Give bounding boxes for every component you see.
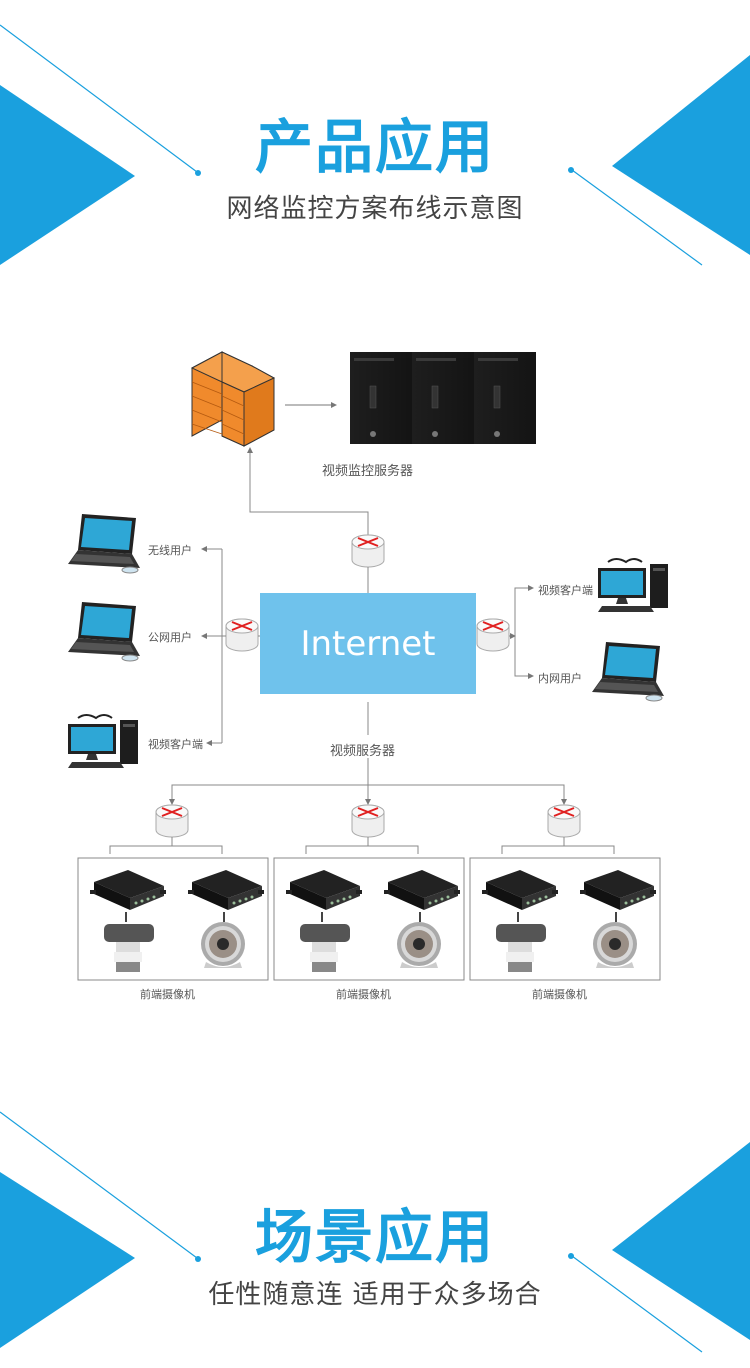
router-icon: [351, 534, 385, 568]
left-client-label: 公网用户: [148, 631, 192, 644]
server-tower-icon: [349, 351, 413, 445]
bottom-banner: 场景应用 任性随意连 适用于众多场合: [0, 1090, 750, 1368]
left-client-label: 无线用户: [148, 544, 192, 557]
camera-group-label: 前端摄像机: [140, 988, 195, 1001]
laptop-icon: [591, 641, 665, 702]
router-icon: [476, 618, 510, 652]
servers-label: 视频监控服务器: [322, 464, 414, 479]
right-client-label: 视频客户端: [538, 584, 593, 597]
router-icon: [225, 618, 259, 652]
desktop-computer-icon: [67, 714, 139, 769]
router-to-firewall-line: [247, 447, 369, 535]
left-dot: [195, 170, 201, 176]
camera-group-connectors: [109, 804, 615, 854]
section-subtitle: 网络监控方案布线示意图: [226, 194, 524, 224]
desktop-computer-icon: [597, 558, 669, 613]
left-dot: [195, 1256, 201, 1262]
banner-decoration: [0, 24, 750, 266]
section-title: 场景应用: [254, 1203, 495, 1271]
left-diagonal-line: [0, 1111, 198, 1259]
right-diagonal-line: [571, 169, 703, 266]
server-tower-icon: [411, 351, 475, 445]
diagram-canvas: [67, 351, 669, 981]
right-dot: [568, 1253, 574, 1259]
left-triangle-shape: [0, 85, 135, 265]
internet-node: Internet: [260, 593, 476, 694]
right-client-label: 内网用户: [538, 672, 582, 685]
right-dot: [568, 167, 574, 173]
right-triangle-shape: [612, 1142, 750, 1340]
laptop-icon: [67, 513, 141, 574]
banner-decoration: [0, 1111, 750, 1353]
laptop-icon: [67, 601, 141, 662]
section-subtitle: 任性随意连 适用于众多场合: [208, 1280, 542, 1310]
camera-group-box: [273, 857, 465, 981]
left-triangle-shape: [0, 1172, 135, 1348]
right-diagonal-line: [571, 1255, 703, 1353]
right-triangle-shape: [612, 55, 750, 255]
network-diagram: Internet 视频监控服务器 视频服务器 无线用户 公网用户 视频客户端 视…: [0, 330, 750, 1030]
camera-group-label: 前端摄像机: [336, 988, 391, 1001]
right-bus-line: [514, 587, 530, 677]
camera-group-box: [469, 857, 661, 981]
top-banner: 产品应用 网络监控方案布线示意图: [0, 0, 750, 280]
left-diagonal-line: [0, 24, 198, 173]
camera-group-box: [77, 857, 269, 981]
firewall-icon: [190, 351, 276, 447]
camera-group-label: 前端摄像机: [532, 988, 587, 1001]
section-title: 产品应用: [254, 113, 495, 181]
video-server-label: 视频服务器: [330, 744, 396, 759]
server-tower-icon: [473, 351, 537, 445]
left-client-label: 视频客户端: [148, 738, 203, 751]
